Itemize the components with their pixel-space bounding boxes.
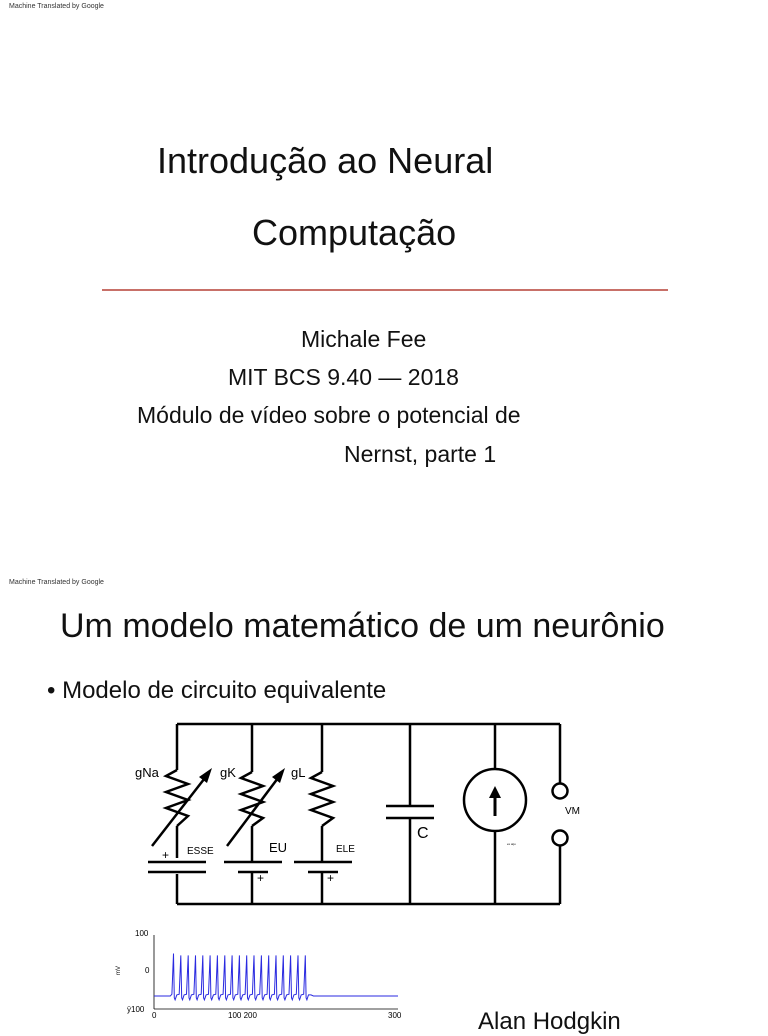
slide-title-line2: Computação (252, 212, 457, 253)
label-vm: VM (565, 806, 580, 817)
variable-arrow (226, 773, 282, 847)
label-gna: gNa (135, 765, 160, 780)
variable-arrow (151, 773, 209, 847)
watermark: Machine Translated by Google (9, 579, 104, 586)
title-divider (102, 289, 668, 291)
author-name: Michale Fee (301, 326, 427, 352)
label-gk: gK (220, 765, 236, 780)
y-axis-label: mV (116, 966, 122, 975)
label-plus: + (257, 871, 264, 885)
module-line1: Módulo de vídeo sobre o potencial de (137, 402, 521, 428)
bullet-equivalent-circuit: • Modelo de circuito equivalente (47, 677, 387, 704)
course-line: MIT BCS 9.40 — 2018 (228, 364, 459, 390)
x-tick-label: 300 (388, 1011, 402, 1020)
label-capacitance: C (417, 825, 429, 842)
label-source-tiny: ex aiju (507, 842, 516, 846)
x-tick-label: 100 200 (228, 1011, 257, 1020)
x-tick-label: 0 (152, 1011, 157, 1020)
caption-alan-hodgkin: Alan Hodgkin (478, 1008, 621, 1035)
y-tick-label: 100 (135, 929, 149, 938)
y-tick-label: 0 (145, 966, 150, 975)
label-gl: gL (291, 765, 305, 780)
spike-chart: mV 100 0 ÿ100 0 100 200 300 (116, 929, 402, 1020)
slide-title-line1: Introdução ao Neural (157, 140, 494, 181)
label-ele: ELE (336, 844, 355, 855)
label-plus: + (327, 871, 334, 885)
y-tick-label: ÿ100 (127, 1005, 145, 1014)
label-esse: ESSE (187, 846, 214, 857)
watermark: Machine Translated by Google (9, 3, 104, 10)
series-line-voltage (154, 953, 398, 1002)
slide2-title: Um modelo matemático de um neurônio (60, 607, 665, 645)
label-plus: + (162, 848, 169, 862)
module-line2: Nernst, parte 1 (344, 441, 497, 467)
label-eu: EU (269, 840, 287, 855)
